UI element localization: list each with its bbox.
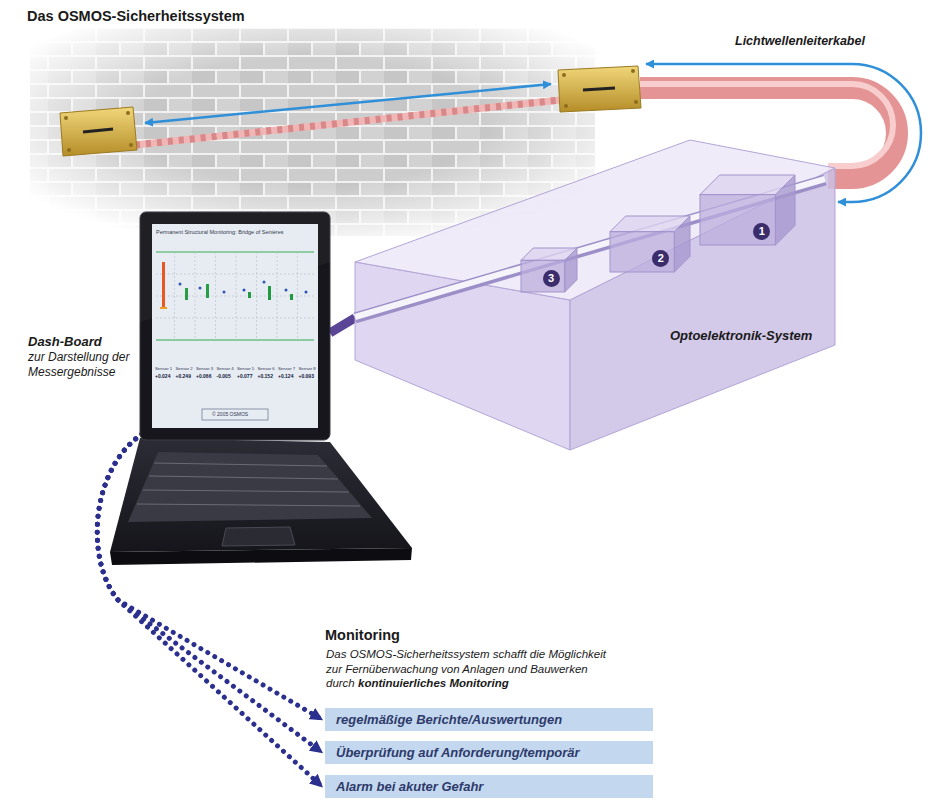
screw bbox=[64, 116, 68, 120]
module-side-face bbox=[565, 248, 577, 292]
sensor-value: +0.024 bbox=[155, 373, 170, 379]
section-body: Das OSMOS-Sicherheitssystem schafft die … bbox=[326, 647, 618, 691]
band-text: Überprüfung auf Anforderung/temporär bbox=[325, 741, 580, 764]
dotted-arrow bbox=[97, 434, 322, 787]
dotted-arrow bbox=[97, 434, 322, 720]
chart-limit-line bbox=[156, 340, 314, 341]
trackpad bbox=[222, 527, 295, 546]
screen-copyright: © 2005 OSMOS bbox=[212, 411, 248, 417]
sensor-plate bbox=[60, 107, 137, 156]
measurement-arrow bbox=[145, 84, 551, 123]
module-front-face bbox=[700, 195, 775, 245]
sensor-name: Sensor 5 bbox=[237, 366, 254, 371]
chart-bar bbox=[268, 286, 271, 300]
screen-bezel bbox=[140, 212, 330, 440]
sensor-plate bbox=[558, 66, 641, 112]
copyright-frame bbox=[202, 409, 268, 420]
diagram-title: Das OSMOS-Sicherheitssystem bbox=[27, 8, 245, 24]
module-side-face bbox=[775, 175, 795, 245]
sensor-value: +0.152 bbox=[258, 373, 273, 379]
module-box: 1 bbox=[700, 175, 795, 245]
screw bbox=[562, 73, 566, 77]
key-row bbox=[149, 476, 338, 479]
laptop-screen bbox=[140, 212, 330, 440]
sensor-value: +0.077 bbox=[237, 373, 252, 379]
module-box: 2 bbox=[610, 216, 690, 272]
band-text: Alarm bei akuter Gefahr bbox=[325, 775, 483, 798]
screw bbox=[564, 104, 568, 108]
body-emphasis: kontinuierliches Monitoring bbox=[358, 677, 509, 689]
sensor-name: Sensor 3 bbox=[196, 366, 213, 371]
sensor-plate bbox=[558, 66, 641, 112]
fibre-rod-highlight bbox=[355, 179, 825, 317]
monitoring-band: Überprüfung auf Anforderung/temporär bbox=[325, 741, 653, 764]
sensor-name: Sensor 4 bbox=[217, 366, 234, 371]
band-text: regelmäßige Berichte/Auswertungen bbox=[325, 708, 562, 731]
screen-title: Permanent Structural Monitoring: Bridge … bbox=[156, 229, 283, 235]
chart-marker bbox=[305, 291, 308, 294]
module-cube bbox=[700, 175, 795, 245]
sensor-value: +0.093 bbox=[299, 373, 314, 379]
keyboard bbox=[128, 452, 372, 522]
sensor-value: -0.005 bbox=[217, 373, 231, 379]
screw bbox=[126, 111, 130, 115]
screen-gloss bbox=[140, 212, 330, 322]
caption-heading: Dash-Board bbox=[28, 334, 136, 350]
module-cube bbox=[610, 216, 690, 272]
screw bbox=[129, 143, 133, 147]
key-row bbox=[137, 504, 360, 506]
dashboard-caption: Dash-Boardzur Darstellung der Messergebn… bbox=[28, 334, 136, 380]
key-row bbox=[154, 463, 327, 466]
sensor-slot bbox=[83, 129, 113, 132]
optoelectronic-housing: Optoelektronik-System 12 3 bbox=[355, 140, 840, 460]
callout-number: 3 bbox=[543, 270, 560, 287]
monitoring-band: regelmäßige Berichte/Auswertungen bbox=[325, 708, 653, 731]
module-front-face bbox=[610, 232, 674, 272]
laptop-base bbox=[110, 438, 412, 565]
dotted-arrow bbox=[97, 434, 322, 753]
sensor-value: +0.124 bbox=[278, 373, 293, 379]
key-row bbox=[143, 490, 349, 492]
sensor-slot bbox=[583, 88, 615, 90]
chart-bar bbox=[248, 292, 251, 298]
section-heading: Monitoring bbox=[325, 627, 400, 643]
sensor-value: +0.066 bbox=[196, 373, 211, 379]
sensor-name: Sensor 7 bbox=[278, 366, 295, 371]
screw bbox=[67, 148, 71, 152]
sensor-value: +0.249 bbox=[176, 373, 191, 379]
module-box: 3 bbox=[521, 248, 577, 292]
laptop-front-edge bbox=[110, 548, 412, 565]
sensor-name: Sensor 2 bbox=[176, 366, 193, 371]
cable-label: Lichtwellenleiterkabel bbox=[735, 34, 865, 48]
dashboard-laptop: Dash-Boardzur Darstellung der Messergebn… bbox=[140, 212, 330, 440]
module-side-face bbox=[674, 216, 690, 272]
sensor-name: Sensor 6 bbox=[258, 366, 275, 371]
brick-wall bbox=[30, 28, 595, 236]
chart-grid-line bbox=[156, 318, 314, 319]
chart-bar bbox=[290, 294, 293, 300]
twisted-fibre bbox=[135, 100, 560, 145]
module-front-face bbox=[521, 260, 565, 292]
chart-marker bbox=[285, 289, 288, 292]
screw bbox=[634, 100, 638, 104]
sensor-name: Sensor 8 bbox=[299, 366, 316, 371]
monitoring-band: Alarm bei akuter Gefahr bbox=[325, 775, 653, 798]
fibre-connector bbox=[330, 318, 355, 333]
laptop-base bbox=[110, 438, 412, 552]
twisted-fibre bbox=[135, 100, 560, 145]
screw bbox=[631, 69, 635, 73]
fibre-rod bbox=[355, 180, 825, 318]
caption-body: zur Darstellung der Messergebnisse bbox=[28, 350, 136, 380]
sensor-plate bbox=[60, 107, 137, 156]
housing-top-face bbox=[355, 140, 835, 300]
sensor-name: Sensor 1 bbox=[155, 366, 172, 371]
housing-label: Optoelektronik-System bbox=[670, 328, 812, 343]
